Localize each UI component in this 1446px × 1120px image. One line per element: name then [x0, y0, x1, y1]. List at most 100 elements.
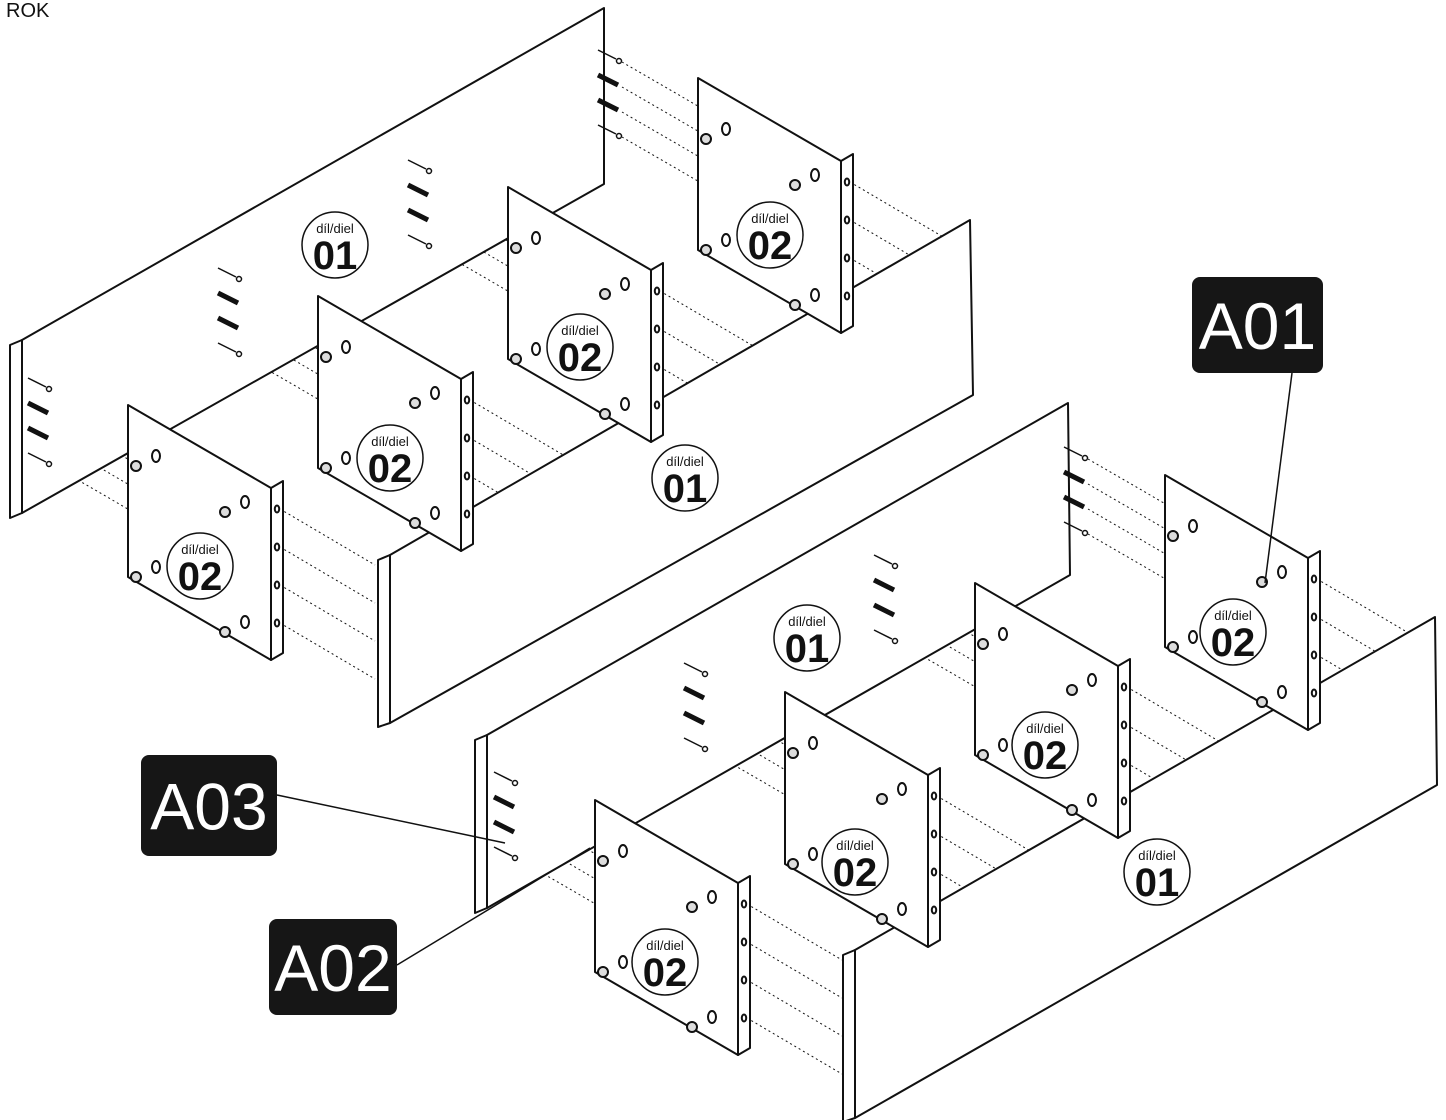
cam-hole [810, 168, 820, 182]
cam-hole [341, 340, 351, 354]
cam-lock-icon [700, 244, 712, 256]
cam-lock-icon [977, 638, 989, 650]
cam-lock-icon [320, 351, 332, 363]
edge-hole [653, 324, 661, 334]
cam-lock-icon [686, 1021, 698, 1033]
screw-icon [682, 685, 706, 701]
cam-lock-icon [1066, 804, 1078, 816]
cam-lock-icon [1256, 576, 1268, 588]
dowel-tip [615, 57, 623, 65]
dowel-tip [615, 132, 623, 140]
cam-hole [1188, 519, 1198, 533]
dowel-icon [683, 662, 703, 673]
dowel-icon [597, 124, 617, 135]
cam-hole [1277, 565, 1287, 579]
edge-hole [740, 937, 748, 947]
fitting-set-7 [872, 554, 899, 645]
callout-a02-text: A02 [274, 931, 391, 1005]
divider-panel-3-edge [650, 262, 664, 443]
cam-hole [618, 844, 628, 858]
fitting-set-3 [406, 159, 433, 250]
cam-lock-icon [700, 133, 712, 145]
screw-icon [406, 207, 430, 223]
edge-hole [273, 618, 281, 628]
dowel-tip [891, 562, 899, 570]
part-number-text: 01 [785, 627, 830, 671]
cam-hole [151, 560, 161, 574]
screw-icon [492, 794, 516, 810]
edge-hole [463, 471, 471, 481]
cam-lock-icon [320, 462, 332, 474]
part-label-circle [1011, 711, 1079, 779]
edge-hole [1310, 688, 1318, 698]
dowel-icon [217, 267, 237, 278]
screw-icon [1062, 469, 1086, 485]
part-number-text: 02 [1023, 734, 1068, 778]
part-number-text: 01 [1135, 861, 1180, 905]
assembly-guide-line [1316, 578, 1413, 636]
part-number-text: 02 [558, 336, 603, 380]
cam-hole [618, 955, 628, 969]
edge-hole [930, 905, 938, 915]
part-prefix-text: díl/diel [1026, 721, 1064, 736]
dowel-icon [217, 342, 237, 353]
cam-lock-icon [510, 242, 522, 254]
assembly-guide-line [936, 795, 1033, 853]
part-prefix-text: díl/diel [371, 434, 409, 449]
dowel-tip [511, 854, 519, 862]
screw-icon [682, 710, 706, 726]
divider-panel-6-edge [927, 767, 941, 948]
part-label-circle [1199, 598, 1267, 666]
divider-panel-1 [127, 404, 284, 661]
screw-icon [872, 602, 896, 618]
cam-lock-icon [130, 460, 142, 472]
edge-hole [930, 867, 938, 877]
cam-lock-icon [219, 626, 231, 638]
dowel-tip [1081, 454, 1089, 462]
cam-lock-icon [787, 747, 799, 759]
fitting-set-8 [1062, 446, 1089, 537]
edge-hole [930, 791, 938, 801]
dowel-tip [425, 167, 433, 175]
dowel-tip [45, 460, 53, 468]
cam-hole [998, 738, 1008, 752]
part-label-circle [166, 532, 234, 600]
edge-hole [653, 362, 661, 372]
edge-hole [843, 177, 851, 187]
dowel-icon [407, 234, 427, 245]
dowel-tip [45, 385, 53, 393]
divider-panel-5 [594, 799, 751, 1056]
callout-a01-box [1192, 277, 1323, 373]
part-label-circle [631, 928, 699, 996]
assembly-guide-line [746, 903, 843, 961]
cam-lock-icon [130, 571, 142, 583]
part-number-text: 01 [313, 234, 358, 278]
part-label-circle [301, 211, 369, 279]
cam-lock-icon [1256, 696, 1268, 708]
callout-a03-leader [276, 794, 506, 844]
cam-hole [1087, 673, 1097, 687]
part-label-circle [546, 313, 614, 381]
dowel-tip [701, 670, 709, 678]
dowel-icon [493, 846, 513, 857]
assembly-guide-line [279, 622, 376, 680]
cam-lock-icon [219, 506, 231, 518]
dowel-icon [493, 771, 513, 782]
assembly-guide-line [746, 979, 843, 1037]
part-label-circle [1123, 838, 1191, 906]
dowel-tip [891, 637, 899, 645]
part-number-text: 02 [833, 851, 878, 895]
cam-lock-icon [409, 517, 421, 529]
part-prefix-text: díl/diel [788, 614, 826, 629]
back-panel-lower-edge [474, 734, 488, 914]
edge-hole [653, 400, 661, 410]
cam-hole [151, 449, 161, 463]
part-number-text: 01 [663, 467, 708, 511]
cam-hole [707, 1010, 717, 1024]
